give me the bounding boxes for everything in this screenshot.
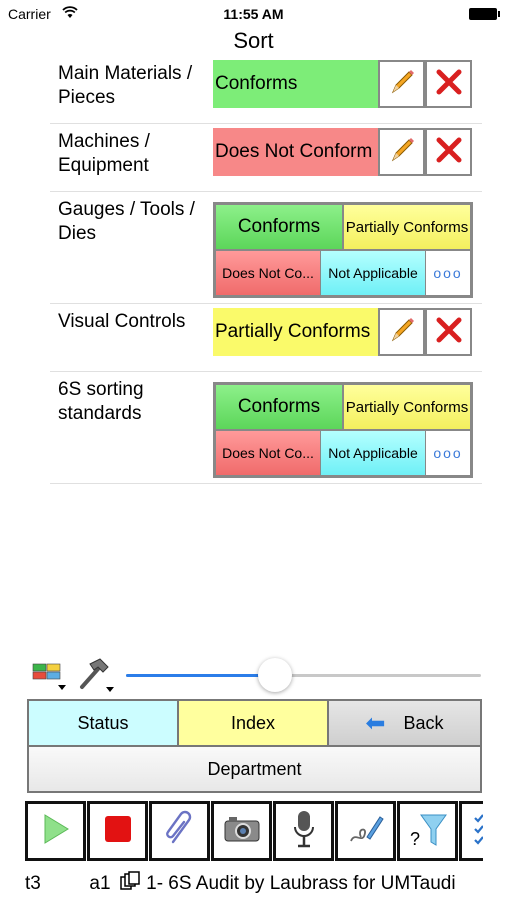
answer-control: Partially Conforms [213,308,473,358]
checklist-button[interactable] [459,801,483,861]
signature-pen-icon [347,811,385,852]
answer-control: Conforms [213,60,473,110]
row-label: Main Materials / Pieces [58,63,193,108]
audit-row-machines: Machines / Equipment Does Not Conform [50,124,482,192]
status-label: Status [77,712,129,733]
more-options-button[interactable]: ooo [426,251,470,295]
row-label: Gauges / Tools / Dies [58,199,195,244]
camera-icon [223,814,261,849]
stop-icon [103,814,133,849]
delete-button[interactable] [425,308,472,356]
options-second-row: Does Not Co... Not Applicable ooo [215,250,471,296]
answer-value[interactable]: Partially Conforms [213,308,378,356]
battery-icon [469,8,500,20]
edit-button[interactable] [378,60,425,108]
option-does-not-conform[interactable]: Does Not Co... [216,251,321,295]
slider-thumb[interactable] [258,658,293,692]
option-conforms[interactable]: Conforms [215,384,343,430]
footer-a: a1 [89,873,111,894]
footer-audit-title: 1- 6S Audit by Laubrass for UMTaudi [146,873,456,894]
delete-button[interactable] [425,128,472,176]
status-button[interactable]: Status [29,701,179,745]
record-audio-button[interactable] [273,801,334,861]
footer-info: t3 a1 1- 6S Audit by Laubrass for UMTaud… [25,871,495,897]
close-icon [434,135,464,170]
carrier-label: Carrier [8,6,51,22]
signature-button[interactable] [335,801,396,861]
copy-pages-icon [120,871,140,897]
svg-text:?: ? [410,829,420,849]
clock: 11:55 AM [223,6,284,22]
back-button[interactable]: ⬅ Back [329,701,480,745]
back-label: Back [403,712,444,733]
department-button[interactable]: Department [29,747,480,791]
option-conforms[interactable]: Conforms [215,204,343,250]
paperclip-icon [163,810,197,853]
index-label: Index [230,712,276,733]
more-options-button[interactable]: ooo [426,431,470,475]
filter-button[interactable]: ? [397,801,458,861]
delete-button[interactable] [425,60,472,108]
color-grid-icon[interactable] [32,660,66,697]
row-label: Machines / Equipment [58,131,150,176]
answer-value[interactable]: Conforms [213,60,378,108]
microphone-icon [291,809,317,854]
close-icon [434,315,464,350]
action-icon-bar: ? [25,801,483,861]
zoom-slider[interactable] [126,674,481,677]
answer-control: Does Not Conform [213,128,473,178]
audit-row-gauges: Gauges / Tools / Dies Conforms Partially… [50,192,482,304]
camera-button[interactable] [211,801,272,861]
slider-fill [126,674,276,677]
audit-row-main-materials: Main Materials / Pieces Conforms [50,56,482,124]
pencil-icon [387,135,417,170]
filter-icon: ? [408,809,448,854]
answer-value[interactable]: Does Not Conform [213,128,378,176]
audit-row-visual-controls: Visual Controls Partially Conforms [50,304,482,372]
option-not-applicable[interactable]: Not Applicable [321,251,426,295]
close-icon [434,67,464,102]
edit-button[interactable] [378,308,425,356]
edit-button[interactable] [378,128,425,176]
stop-button[interactable] [87,801,148,861]
navigation-panel: Status Index ⬅ Back Department [27,699,482,793]
play-icon [41,812,71,851]
hammer-icon[interactable] [76,655,116,698]
pencil-icon [387,315,417,350]
option-not-applicable[interactable]: Not Applicable [321,431,426,475]
option-partially-conforms[interactable]: Partially Conforms [343,384,471,430]
page-title: Sort [233,28,274,53]
wifi-icon [62,5,78,22]
row-label: 6S sorting standards [58,379,144,424]
status-bar: Carrier 11:55 AM [0,0,507,28]
answer-options: Conforms Partially Conforms Does Not Co.… [213,382,473,478]
attachment-button[interactable] [149,801,210,861]
play-button[interactable] [25,801,86,861]
option-does-not-conform[interactable]: Does Not Co... [216,431,321,475]
department-label: Department [207,758,302,779]
arrow-left-icon: ⬅ [365,709,386,737]
index-button[interactable]: Index [179,701,329,745]
option-partially-conforms[interactable]: Partially Conforms [343,204,471,250]
answer-options: Conforms Partially Conforms Does Not Co.… [213,202,473,298]
checklist-icon [473,811,483,852]
options-second-row: Does Not Co... Not Applicable ooo [215,430,471,476]
audit-row-6s-sorting: 6S sorting standards Conforms Partially … [50,372,482,484]
slider-toolbar [0,652,507,696]
footer-t: t3 [25,873,41,894]
pencil-icon [387,67,417,102]
row-label: Visual Controls [58,311,186,332]
